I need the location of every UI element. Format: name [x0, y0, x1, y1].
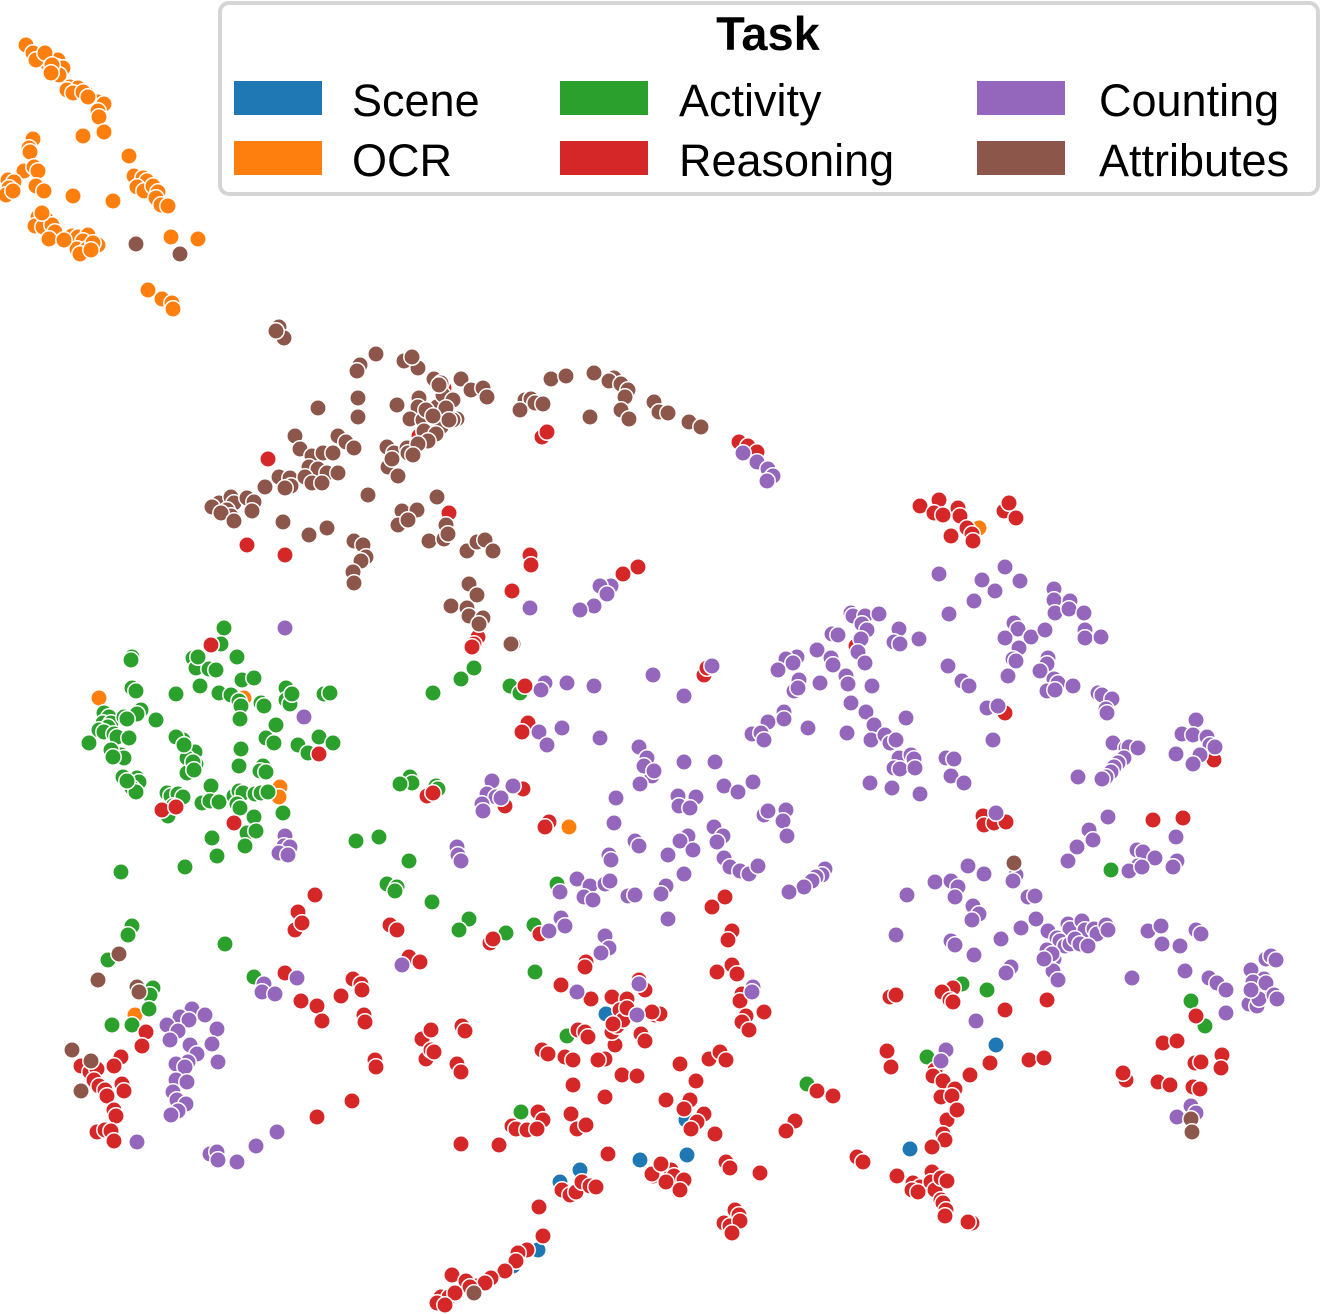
svg-text:Scene: Scene: [352, 75, 480, 126]
svg-text:Attributes: Attributes: [1099, 135, 1289, 186]
svg-text:Activity: Activity: [679, 75, 822, 126]
svg-text:Counting: Counting: [1099, 75, 1279, 126]
svg-text:Reasoning: Reasoning: [679, 135, 894, 186]
svg-text:Task: Task: [716, 7, 820, 60]
svg-text:OCR: OCR: [352, 135, 452, 186]
